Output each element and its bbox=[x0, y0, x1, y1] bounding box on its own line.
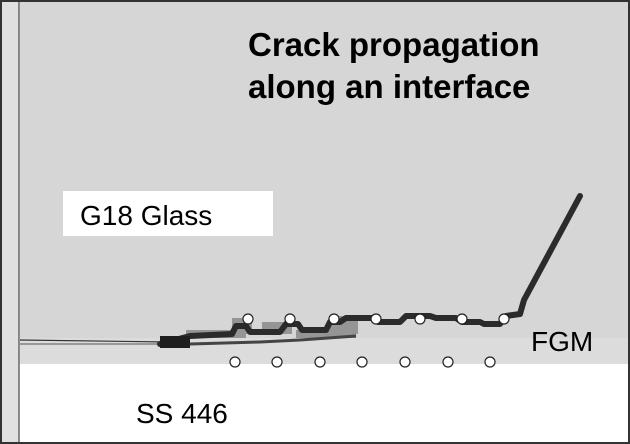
crack-marker bbox=[414, 313, 426, 325]
crack-branch bbox=[189, 334, 357, 346]
diagram-title: Crack propagation along an interface bbox=[234, 24, 608, 108]
interface-marker bbox=[314, 356, 326, 368]
interface-marker bbox=[271, 356, 283, 368]
title-line-1: Crack propagation bbox=[248, 26, 540, 63]
interface-marker bbox=[442, 356, 454, 368]
interface-markers bbox=[229, 356, 496, 368]
pre-crack-line-upper bbox=[19, 339, 169, 343]
crack-marker bbox=[328, 313, 340, 325]
crack-markers bbox=[242, 313, 510, 325]
title-line-2: along an interface bbox=[248, 68, 531, 105]
glass-region bbox=[20, 2, 628, 340]
interface-marker bbox=[356, 356, 368, 368]
steel-label: SS 446 bbox=[136, 398, 228, 429]
crack-marker bbox=[284, 313, 296, 325]
crack-marker bbox=[370, 313, 382, 325]
glass-label: G18 Glass bbox=[80, 200, 213, 231]
crack-initiation bbox=[160, 336, 190, 348]
interface-marker bbox=[229, 356, 241, 368]
crack-marker bbox=[498, 313, 510, 325]
glass-label-box bbox=[63, 191, 273, 236]
crack-marker bbox=[456, 313, 468, 325]
interface-marker bbox=[484, 356, 496, 368]
interface-marker bbox=[399, 356, 411, 368]
fgm-label: FGM bbox=[531, 326, 594, 357]
steel-region bbox=[20, 364, 628, 442]
left-margin-strip bbox=[2, 2, 19, 442]
crack-marker bbox=[242, 313, 254, 325]
